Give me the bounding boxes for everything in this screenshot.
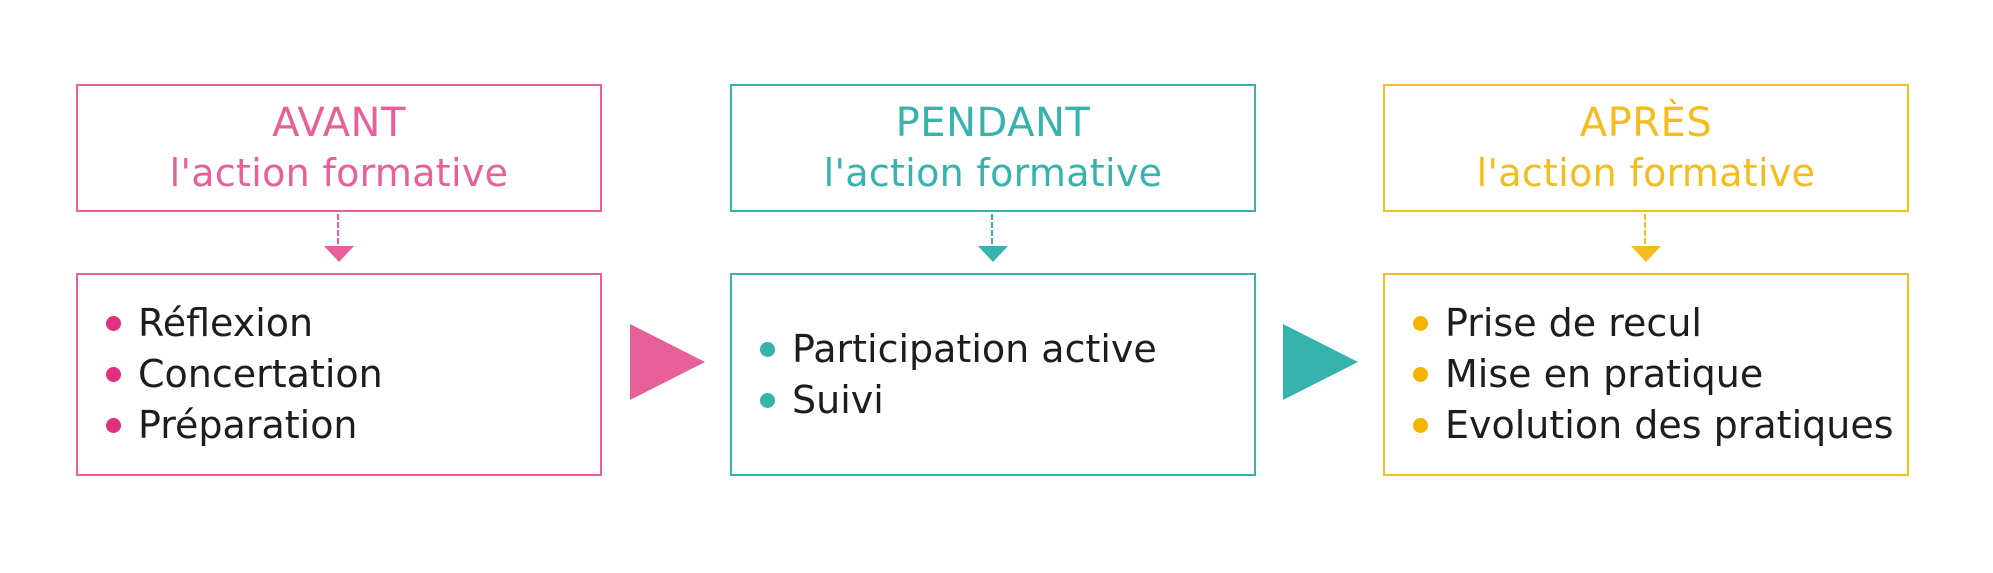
phase-pendant-header: PENDANT l'action formative (730, 84, 1256, 212)
phase-pendant: PENDANT l'action formative Participation… (730, 0, 1260, 573)
list-item-label: Evolution des pratiques (1445, 403, 1894, 447)
phase-apres-list: Prise de recul Mise en pratique Evolutio… (1383, 273, 1909, 476)
list-item: Prise de recul (1413, 298, 1907, 349)
phase-pendant-title: PENDANT (895, 100, 1091, 146)
list-item: Evolution des pratiques (1413, 400, 1907, 451)
bullet-icon (1413, 316, 1428, 331)
phase-avant-header: AVANT l'action formative (76, 84, 602, 212)
phase-apres-title: APRÈS (1579, 100, 1713, 146)
phase-avant-title: AVANT (272, 100, 406, 146)
list-item: Mise en pratique (1413, 349, 1907, 400)
list-item-label: Mise en pratique (1445, 352, 1764, 396)
bullet-icon (106, 316, 121, 331)
phase-pendant-subtitle: l'action formative (823, 151, 1163, 195)
list-item: Concertation (106, 349, 600, 400)
list-item: Réflexion (106, 298, 600, 349)
phase-pendant-list: Participation active Suivi (730, 273, 1256, 476)
list-item: Suivi (760, 375, 1254, 426)
bullet-icon (760, 341, 775, 357)
phase-apres-dashed-connector (1644, 214, 1646, 244)
phase-avant-subtitle: l'action formative (169, 151, 509, 195)
right-triangle-arrow-icon (1283, 324, 1358, 400)
bullet-icon (1413, 367, 1428, 382)
list-item: Préparation (106, 400, 600, 451)
list-item-label: Suivi (792, 377, 884, 422)
bullet-icon (106, 418, 121, 433)
list-item-label: Participation active (792, 326, 1157, 371)
phase-avant-dashed-connector (337, 214, 339, 244)
phase-avant-list: Réflexion Concertation Préparation (76, 273, 602, 476)
phase-pendant-dashed-connector (991, 214, 993, 244)
phase-avant: AVANT l'action formative Réflexion Conce… (76, 0, 606, 573)
phase-apres: APRÈS l'action formative Prise de recul … (1383, 0, 1913, 573)
bullet-icon (760, 392, 775, 408)
bullet-icon (106, 367, 121, 382)
list-item-label: Réflexion (138, 301, 314, 345)
phase-apres-header: APRÈS l'action formative (1383, 84, 1909, 212)
list-item-label: Préparation (138, 403, 358, 447)
list-item: Participation active (760, 324, 1254, 375)
list-item-label: Prise de recul (1445, 301, 1702, 345)
bullet-icon (1413, 418, 1428, 433)
phase-apres-down-arrow-icon (1631, 246, 1661, 262)
phase-apres-subtitle: l'action formative (1476, 151, 1816, 195)
phase-avant-down-arrow-icon (324, 246, 354, 262)
phase-pendant-down-arrow-icon (978, 246, 1008, 262)
list-item-label: Concertation (138, 352, 383, 396)
right-triangle-arrow-icon (630, 324, 705, 400)
